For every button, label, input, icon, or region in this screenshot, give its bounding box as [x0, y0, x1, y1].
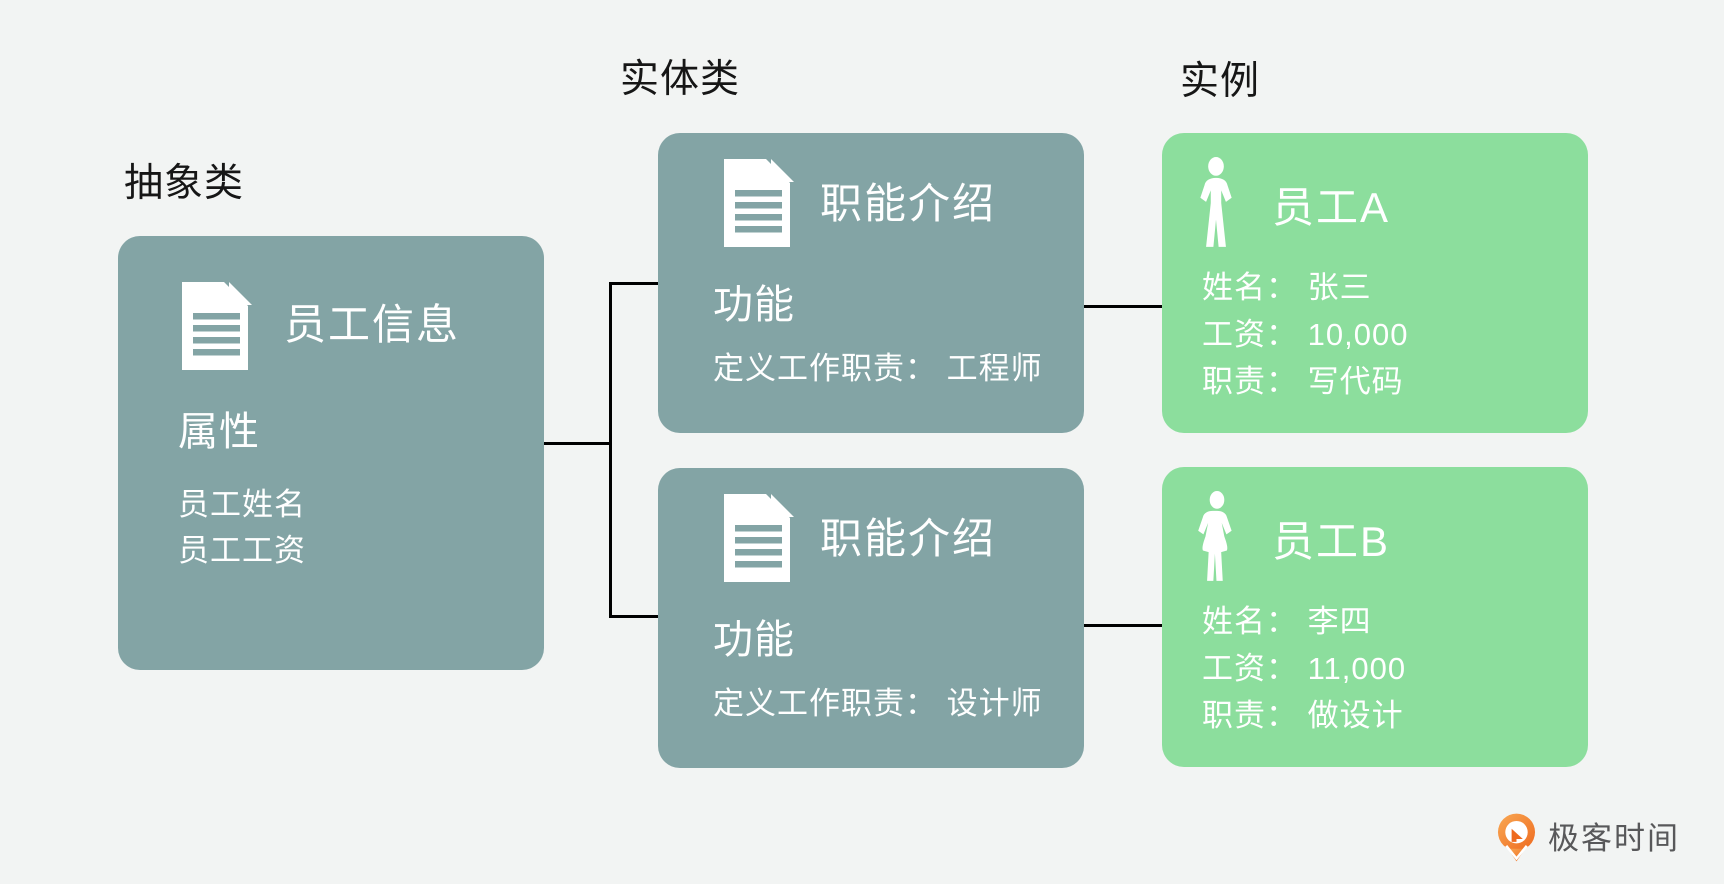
abstract-card-section-heading: 属性 [178, 410, 260, 454]
entity-class-card-designer: 职能介绍 功能 定义工作职责： 设计师 [658, 468, 1084, 768]
entity-card-title: 职能介绍 [820, 515, 997, 562]
geektime-logo-icon [1497, 812, 1536, 864]
instance-card-detail-list: 姓名： 张三 工资： 10,000 职责： 写代码 [1202, 264, 1408, 405]
connector-entity1-to-instance1 [1084, 305, 1162, 308]
attribute-line: 员工工资 [178, 533, 306, 568]
column-label-entity-class: 实体类 [620, 58, 741, 101]
entity-card-duty-line: 定义工作职责： 设计师 [713, 686, 1043, 721]
connector-trunk-vertical [609, 282, 612, 618]
connector-entity2-to-instance2 [1084, 624, 1162, 627]
geektime-logo: 极客时间 [1497, 812, 1680, 864]
male-person-icon [1198, 157, 1234, 256]
entity-card-duty-line: 定义工作职责： 工程师 [713, 351, 1043, 386]
detail-line: 姓名： 张三 [1202, 270, 1372, 305]
entity-card-section-heading: 功能 [713, 283, 795, 327]
column-label-instance: 实例 [1180, 60, 1261, 103]
instance-card-detail-list: 姓名： 李四 工资： 11,000 职责： 做设计 [1202, 598, 1406, 739]
document-icon [182, 282, 252, 370]
column-label-abstract-class: 抽象类 [124, 162, 245, 205]
female-person-icon [1198, 491, 1236, 590]
detail-line: 工资： 11,000 [1202, 651, 1407, 686]
detail-line: 职责： 做设计 [1202, 698, 1404, 733]
abstract-card-attribute-list: 员工姓名 员工工资 [178, 482, 306, 574]
document-icon [724, 159, 794, 247]
abstract-class-card: 员工信息 属性 员工姓名 员工工资 [118, 236, 544, 670]
detail-line: 工资： 10,000 [1202, 317, 1409, 352]
detail-line: 姓名： 李四 [1202, 604, 1372, 639]
entity-card-title: 职能介绍 [820, 180, 997, 227]
geektime-logo-text: 极客时间 [1548, 820, 1680, 856]
instance-card-title: 员工B [1272, 518, 1391, 565]
entity-class-card-engineer: 职能介绍 功能 定义工作职责： 工程师 [658, 133, 1084, 433]
abstract-card-title: 员工信息 [284, 301, 461, 348]
instance-card-employee-a: 员工A 姓名： 张三 工资： 10,000 职责： 写代码 [1162, 133, 1588, 433]
detail-line: 职责： 写代码 [1202, 364, 1404, 399]
connector-branch-entity-2 [612, 615, 658, 618]
instance-card-employee-b: 员工B 姓名： 李四 工资： 11,000 职责： 做设计 [1162, 467, 1588, 767]
instance-card-title: 员工A [1272, 184, 1391, 231]
attribute-line: 员工姓名 [178, 487, 306, 522]
connector-abstract-to-trunk [544, 442, 610, 445]
document-icon [724, 494, 794, 582]
entity-card-section-heading: 功能 [713, 618, 795, 662]
connector-branch-entity-1 [612, 282, 658, 285]
